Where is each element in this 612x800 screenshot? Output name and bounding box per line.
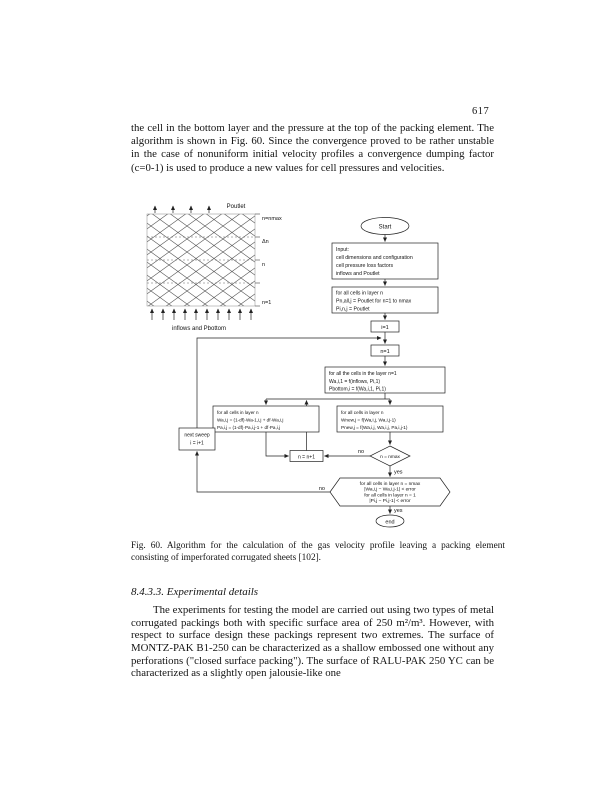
init-line: for all cells in layer n [336, 291, 383, 297]
no-label: no [358, 449, 364, 455]
init-line: Pi,n,j = Poutlet [336, 307, 370, 313]
conv-line: |Pi,j − Pi,j-1| < error [369, 498, 411, 504]
layers-decision-diamond [369, 445, 411, 467]
compute-line: Pnew,j = f(Wa,i,j, Wa,i,j, Pa,i,j-1) [341, 425, 408, 430]
next-sweep-box [178, 427, 216, 451]
convergence-hexagon [329, 477, 451, 507]
paragraph-intro: the cell in the bottom layer and the pre… [131, 122, 494, 174]
end-label: end [385, 519, 394, 525]
input-line: cell dimensions and configuration [336, 255, 413, 261]
input-line: Input: [336, 247, 349, 253]
next-sweep-line: next sweep [184, 433, 210, 439]
n-increment-label: n = n+1 [298, 454, 315, 460]
start-label: Start [379, 224, 392, 230]
n-increment-box [289, 450, 324, 462]
mesh-top-label: Poutlet [227, 204, 246, 210]
input-line: cell pressure loss factors [336, 263, 393, 269]
mesh-label-nmax: n=nmax [262, 216, 282, 222]
paragraph-experimental: The experiments for testing the model ar… [131, 604, 494, 680]
figure-60-diagram: Poutlet n=nmax Δn n n=1 [146, 204, 451, 528]
outflow-arrows-icon [153, 205, 211, 213]
compute-line: Wnew,j = f(Wa,i,j, Wa,i,j-1) [341, 418, 396, 423]
layer1-line: Pbottom,i = f(Wa,i,1, Pi,1) [329, 387, 386, 393]
mesh-label-n: n [262, 262, 265, 268]
layer-ticks [255, 213, 260, 307]
layer1-line: Wa,i,1 = f(inflows, Pi,1) [329, 379, 380, 385]
mesh-label-dn: Δn [262, 239, 269, 245]
flowchart: Start Input: cell dimensions and configu… [178, 217, 451, 528]
yes-label: yes [394, 508, 403, 514]
conv-line: for all cells in layer n = nmax [360, 481, 421, 487]
n-init-box [370, 344, 400, 357]
compute-line: for all cells in layer n [341, 410, 384, 415]
input-line: inflows and Poutlet [336, 271, 380, 277]
figure-caption: Fig. 60. Algorithm for the calculation o… [131, 541, 505, 564]
i-init-label: i=1 [381, 325, 389, 331]
inflow-arrows-icon [150, 308, 253, 320]
mesh-bottom-label: inflows and Pbottom [172, 326, 226, 332]
relax-line: Pa,i,j = (1-df)·Pa,i,j-1 + df·Pa,i,j [217, 425, 280, 430]
yes-label: yes [394, 470, 403, 476]
layers-decision-label: n = nmax [380, 455, 400, 460]
init-line: Pn,all,j = Poutlet for n=1 to nmax [336, 299, 412, 305]
input-box [331, 242, 439, 280]
i-init-box [370, 320, 400, 333]
layer1-box [324, 366, 446, 394]
section-heading: 8.4.3.3. Experimental details [131, 586, 259, 598]
n-init-label: n=1 [380, 349, 389, 355]
init-box [331, 286, 439, 314]
mesh-label-n1: n=1 [262, 300, 271, 306]
conv-line: for all cells in layer n = 1 [364, 492, 416, 498]
relax-line: Wa,i,j = (1-df)·Wa-1,i,j + df·Wa,i,j [217, 418, 283, 423]
no-label: no [319, 486, 325, 492]
packing-mesh-diagram: Poutlet n=nmax Δn n n=1 [146, 204, 282, 332]
start-node [360, 217, 410, 235]
relax-line: for all cells in layer n [217, 410, 259, 415]
conv-line: |Wa,i,j − Wa,i,j-1| < error [364, 487, 416, 493]
layer1-line: for all the cells in the layer n=1 [329, 371, 397, 377]
compute-box [336, 405, 444, 433]
relaxation-box [212, 405, 320, 433]
end-node [375, 514, 405, 528]
page-number: 617 [472, 106, 490, 117]
next-sweep-line: i = i+1 [190, 441, 204, 447]
